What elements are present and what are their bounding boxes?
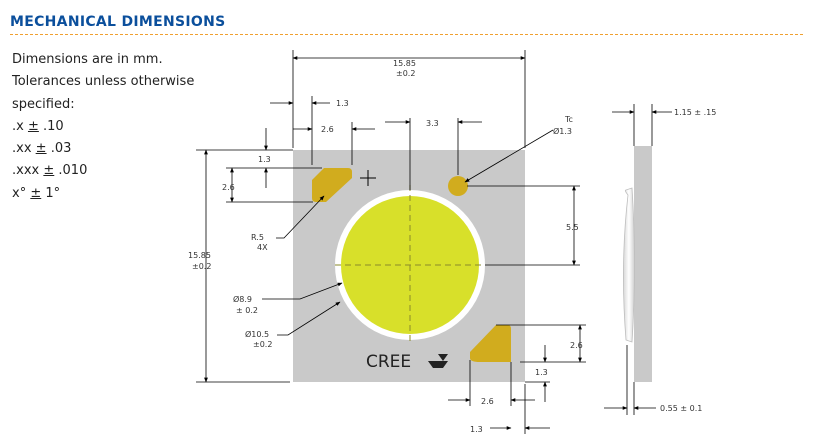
tc-point xyxy=(448,176,468,196)
dim-height: 15.85 xyxy=(188,251,211,260)
dim-2-6-right: 2.6 xyxy=(570,341,583,350)
dim-dia-8-9-tol: ± 0.2 xyxy=(236,306,258,315)
dim-2-6-left: 2.6 xyxy=(222,183,235,192)
note-line: Dimensions are in mm. xyxy=(12,52,163,67)
anode-pad xyxy=(312,168,352,202)
dim-width-tol: ±0.2 xyxy=(396,69,415,78)
dim-2-6-top: 2.6 xyxy=(321,125,334,134)
tolerance-1: .x ± .10 xyxy=(12,118,64,134)
tolerance-4: x° ± 1° xyxy=(12,185,61,201)
dim-2-6-bottom: 2.6 xyxy=(481,397,494,406)
side-view-dome xyxy=(623,187,635,343)
radius-label: R.5 xyxy=(251,233,264,242)
title-divider xyxy=(10,34,803,35)
dim-dia-10-5: Ø10.5 xyxy=(245,329,269,339)
dim-3-3: 3.3 xyxy=(426,119,439,128)
dim-width: 15.85 xyxy=(393,59,416,68)
dim-dia-8-9: Ø8.9 xyxy=(233,294,252,304)
dim-1-3-top: 1.3 xyxy=(336,99,349,108)
tolerance-notes: Dimensions are in mm. Tolerances unless … xyxy=(12,49,194,205)
tc-diameter: Ø1.3 xyxy=(553,126,572,136)
radius-count: 4X xyxy=(257,243,268,252)
cathode-pad xyxy=(470,325,511,362)
dim-1-3-left: 1.3 xyxy=(258,155,271,164)
dim-height-tol: ±0.2 xyxy=(192,262,211,271)
polarity-plus xyxy=(360,170,376,186)
section-title: MECHANICAL DIMENSIONS xyxy=(10,14,226,30)
note-line: specified: xyxy=(12,96,75,112)
dim-1-3-bottom: 1.3 xyxy=(535,368,548,377)
cree-logo-mark xyxy=(428,354,448,368)
tc-label: Tc xyxy=(564,115,573,124)
note-line: Tolerances unless otherwise xyxy=(12,74,195,90)
dim-dia-10-5-tol: ±0.2 xyxy=(253,340,272,349)
tolerance-2: .xx ± .03 xyxy=(12,141,72,157)
tolerance-3: .xxx ± .010 xyxy=(12,163,88,179)
dim-1-3-bottom-2: 1.3 xyxy=(470,425,483,434)
dim-side-top: 1.15 ± .15 xyxy=(674,108,716,117)
dim-5-5: 5.5 xyxy=(566,223,579,232)
side-view-substrate xyxy=(634,146,652,382)
cree-logo: CREE xyxy=(366,352,411,372)
dim-side-bottom: 0.55 ± 0.1 xyxy=(660,404,702,413)
